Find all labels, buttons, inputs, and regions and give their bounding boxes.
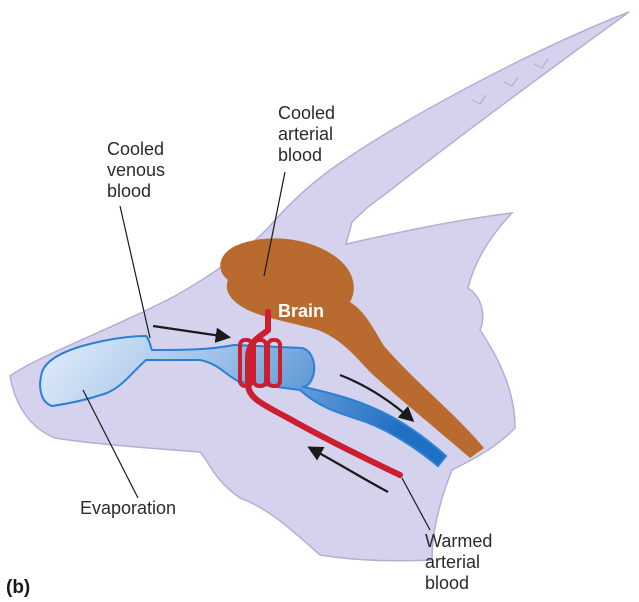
label-evaporation: Evaporation [80, 498, 176, 519]
label-brain: Brain [278, 301, 324, 322]
panel-label: (b) [6, 577, 30, 598]
label-warmed-arterial-blood: Warmed arterial blood [425, 531, 492, 594]
label-cooled-venous-blood: Cooled venous blood [107, 139, 165, 202]
label-cooled-arterial-blood: Cooled arterial blood [278, 103, 335, 166]
